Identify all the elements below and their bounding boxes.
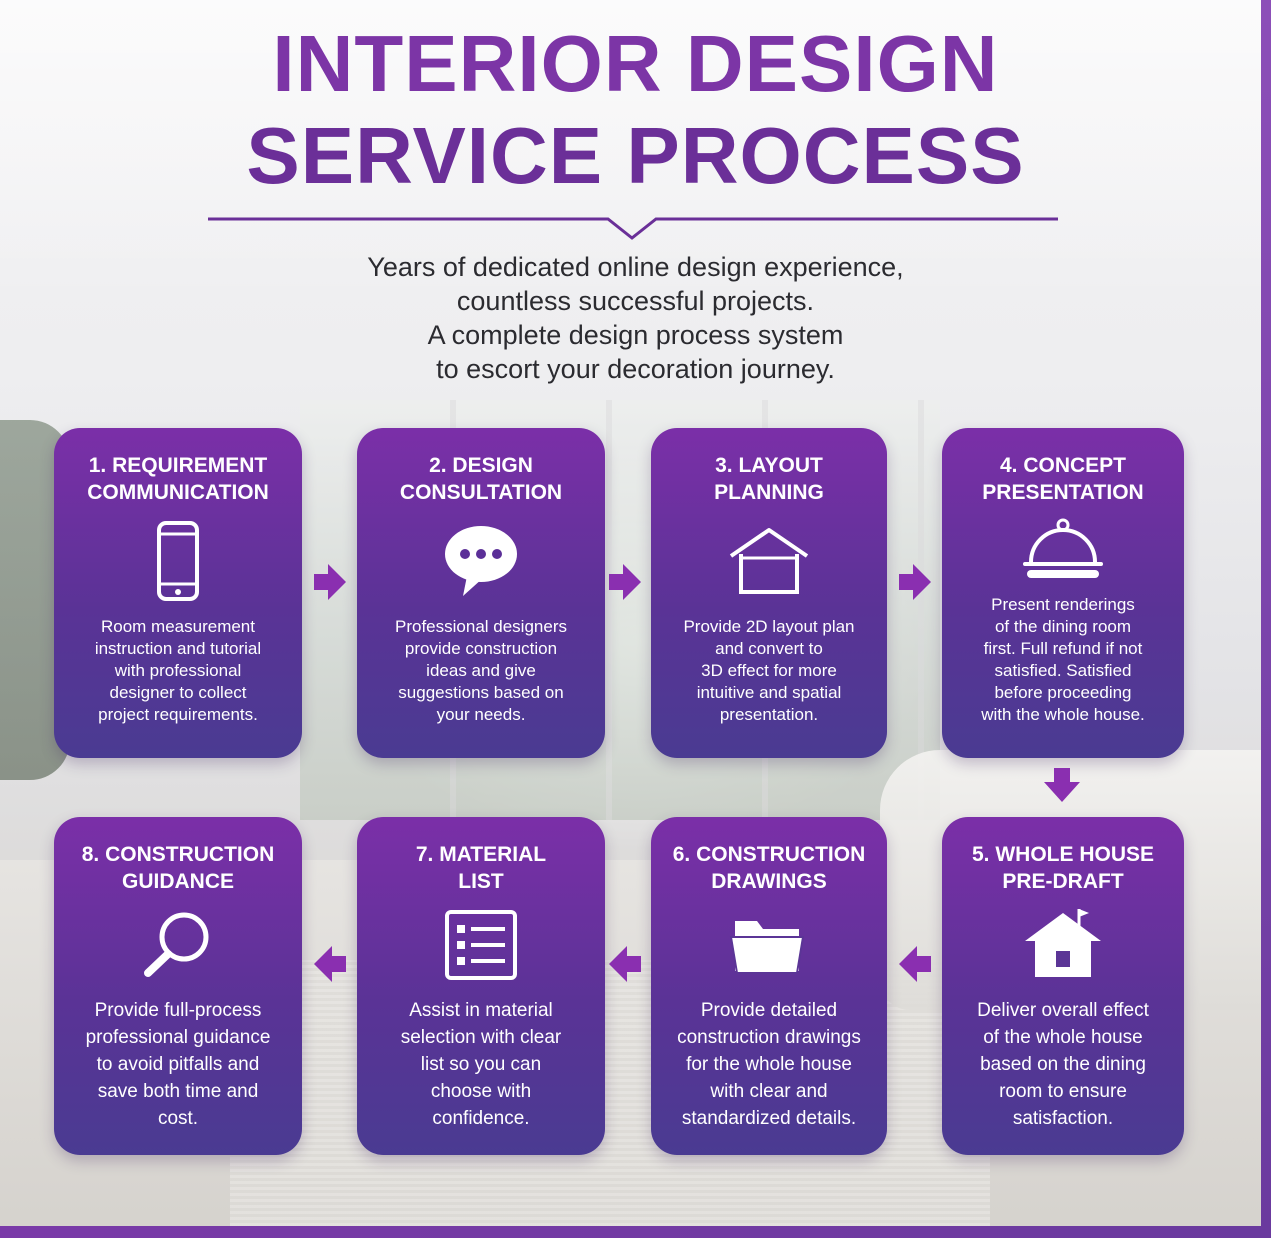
step-card-1: 1. REQUIREMENT COMMUNICATION Room measur… bbox=[54, 428, 302, 758]
subtitle-line: countless successful projects. bbox=[456, 286, 815, 316]
arrow-down-icon bbox=[1044, 768, 1080, 802]
house-outline-icon bbox=[729, 528, 809, 594]
step-title: 5. WHOLE HOUSE PRE-DRAFT bbox=[971, 843, 1155, 893]
step-description: Provide detailed construction drawings f… bbox=[677, 1000, 861, 1129]
house-flag-icon bbox=[1025, 909, 1101, 977]
step-title: 8. CONSTRUCTION GUIDANCE bbox=[81, 843, 275, 893]
subtitle-line: Years of dedicated online design experie… bbox=[367, 252, 904, 282]
speech-bubble-icon bbox=[445, 526, 517, 596]
step-description: Provide 2D layout plan and convert to 3D… bbox=[683, 617, 855, 724]
step-title: 3. LAYOUT PLANNING bbox=[714, 454, 824, 504]
right-border bbox=[1261, 0, 1271, 1238]
title-line-2: SERVICE PROCESS bbox=[246, 111, 1025, 200]
arrow-right-icon bbox=[899, 564, 931, 600]
step-title: 2. DESIGN CONSULTATION bbox=[399, 454, 563, 504]
step-title: 4. CONCEPT PRESENTATION bbox=[982, 454, 1144, 504]
step-description: Assist in material selection with clear … bbox=[400, 1000, 562, 1129]
smartphone-icon bbox=[157, 521, 199, 601]
step-card-2: 2. DESIGN CONSULTATION Professional desi… bbox=[357, 428, 605, 758]
arrow-left-icon bbox=[314, 946, 346, 982]
step-card-6: 6. CONSTRUCTION DRAWINGS Provide detaile… bbox=[651, 817, 887, 1155]
arrow-right-icon bbox=[609, 564, 641, 600]
title-divider bbox=[208, 217, 1058, 240]
step-description: Present renderings of the dining room fi… bbox=[981, 595, 1145, 724]
serving-cloche-icon bbox=[1023, 518, 1103, 578]
title-line-1: INTERIOR DESIGN bbox=[272, 19, 999, 108]
page-title: INTERIOR DESIGN SERVICE PROCESS bbox=[0, 18, 1271, 202]
step-card-4: 4. CONCEPT PRESENTATION Present renderin… bbox=[942, 428, 1184, 758]
arrow-left-icon bbox=[609, 946, 641, 982]
arrow-right-icon bbox=[314, 564, 346, 600]
step-card-7: 7. MATERIAL LIST Assist in material sele… bbox=[357, 817, 605, 1155]
subtitle: Years of dedicated online design experie… bbox=[0, 250, 1271, 386]
step-title: 6. CONSTRUCTION DRAWINGS bbox=[672, 843, 866, 893]
step-card-3: 3. LAYOUT PLANNING Provide 2D layout pla… bbox=[651, 428, 887, 758]
step-title: 1. REQUIREMENT COMMUNICATION bbox=[87, 454, 269, 504]
step-card-8: 8. CONSTRUCTION GUIDANCE Provide full-pr… bbox=[54, 817, 302, 1155]
step-card-5: 5. WHOLE HOUSE PRE-DRAFT Deliver overall… bbox=[942, 817, 1184, 1155]
step-title: 7. MATERIAL LIST bbox=[415, 843, 547, 893]
checklist-icon bbox=[445, 910, 517, 980]
arrow-left-icon bbox=[899, 946, 931, 982]
subtitle-line: to escort your decoration journey. bbox=[436, 354, 835, 384]
step-description: Room measurement instruction and tutoria… bbox=[94, 617, 262, 724]
magnifier-icon bbox=[144, 912, 209, 977]
bottom-border bbox=[0, 1226, 1271, 1238]
step-description: Deliver overall effect of the whole hous… bbox=[977, 1000, 1149, 1129]
step-description: Provide full-process professional guidan… bbox=[85, 1000, 271, 1129]
folder-icon bbox=[729, 921, 805, 974]
subtitle-line: A complete design process system bbox=[427, 320, 844, 350]
step-description: Professional designers provide construct… bbox=[395, 617, 567, 724]
